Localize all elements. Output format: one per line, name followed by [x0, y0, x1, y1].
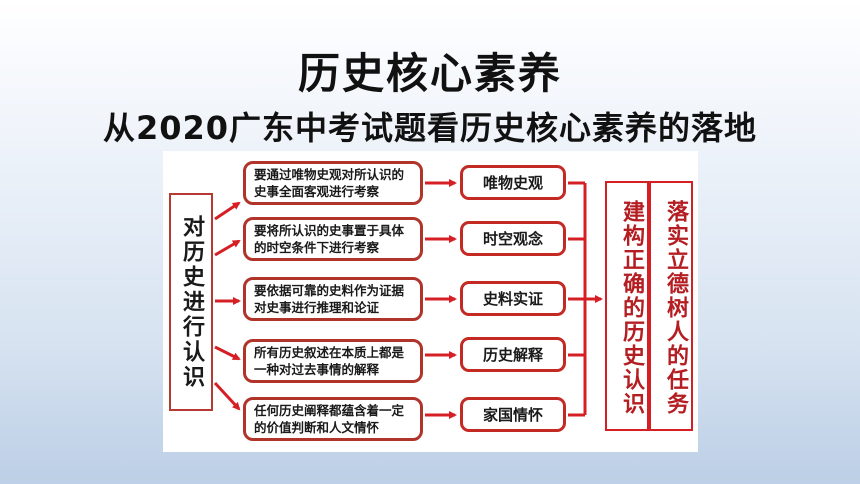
desc-box-1: 要通过唯物史观对所认识的史事全面客观进行考察: [243, 161, 423, 205]
desc-box-4: 所有历史叙述在本质上都是一种对过去事情的解释: [243, 339, 423, 383]
concept-box-3: 史料实证: [460, 281, 566, 316]
page-subtitle: 从2020广东中考试题看历史核心素养的落地: [102, 109, 758, 147]
core-literacy-diagram: 对历史进行认识 要通过唯物史观对所认识的史事全面客观进行考察 要将所认识的史事置…: [163, 151, 698, 452]
arrow-left-row-4: [214, 345, 241, 361]
arrow-left-row-5: [213, 381, 241, 411]
desc-box-5: 任何历史阐释都蕴含着一定的价值判断和人文情怀: [243, 397, 423, 441]
arrow-connectors: [213, 179, 603, 419]
left-label-box: 对历史进行认识: [169, 193, 213, 411]
conclusion-box-1: 建构正确的历史认识: [605, 181, 649, 431]
concept-box-1: 唯物史观: [460, 165, 566, 200]
arrow-left-row-2: [214, 239, 241, 257]
concept-box-5: 家国情怀: [460, 397, 566, 432]
concept-box-2: 时空观念: [460, 221, 566, 256]
arrow-left-row-1: [214, 201, 241, 221]
concept-box-4: 历史解释: [460, 337, 566, 372]
desc-box-3: 要依据可靠的史料作为证据对史事进行推理和论证: [243, 277, 423, 321]
page-title: 历史核心素养: [297, 49, 562, 98]
desc-box-2: 要将所认识的史事置于具体的时空条件下进行考察: [243, 217, 423, 261]
conclusion-box-2: 落实立德树人的任务: [649, 181, 693, 431]
